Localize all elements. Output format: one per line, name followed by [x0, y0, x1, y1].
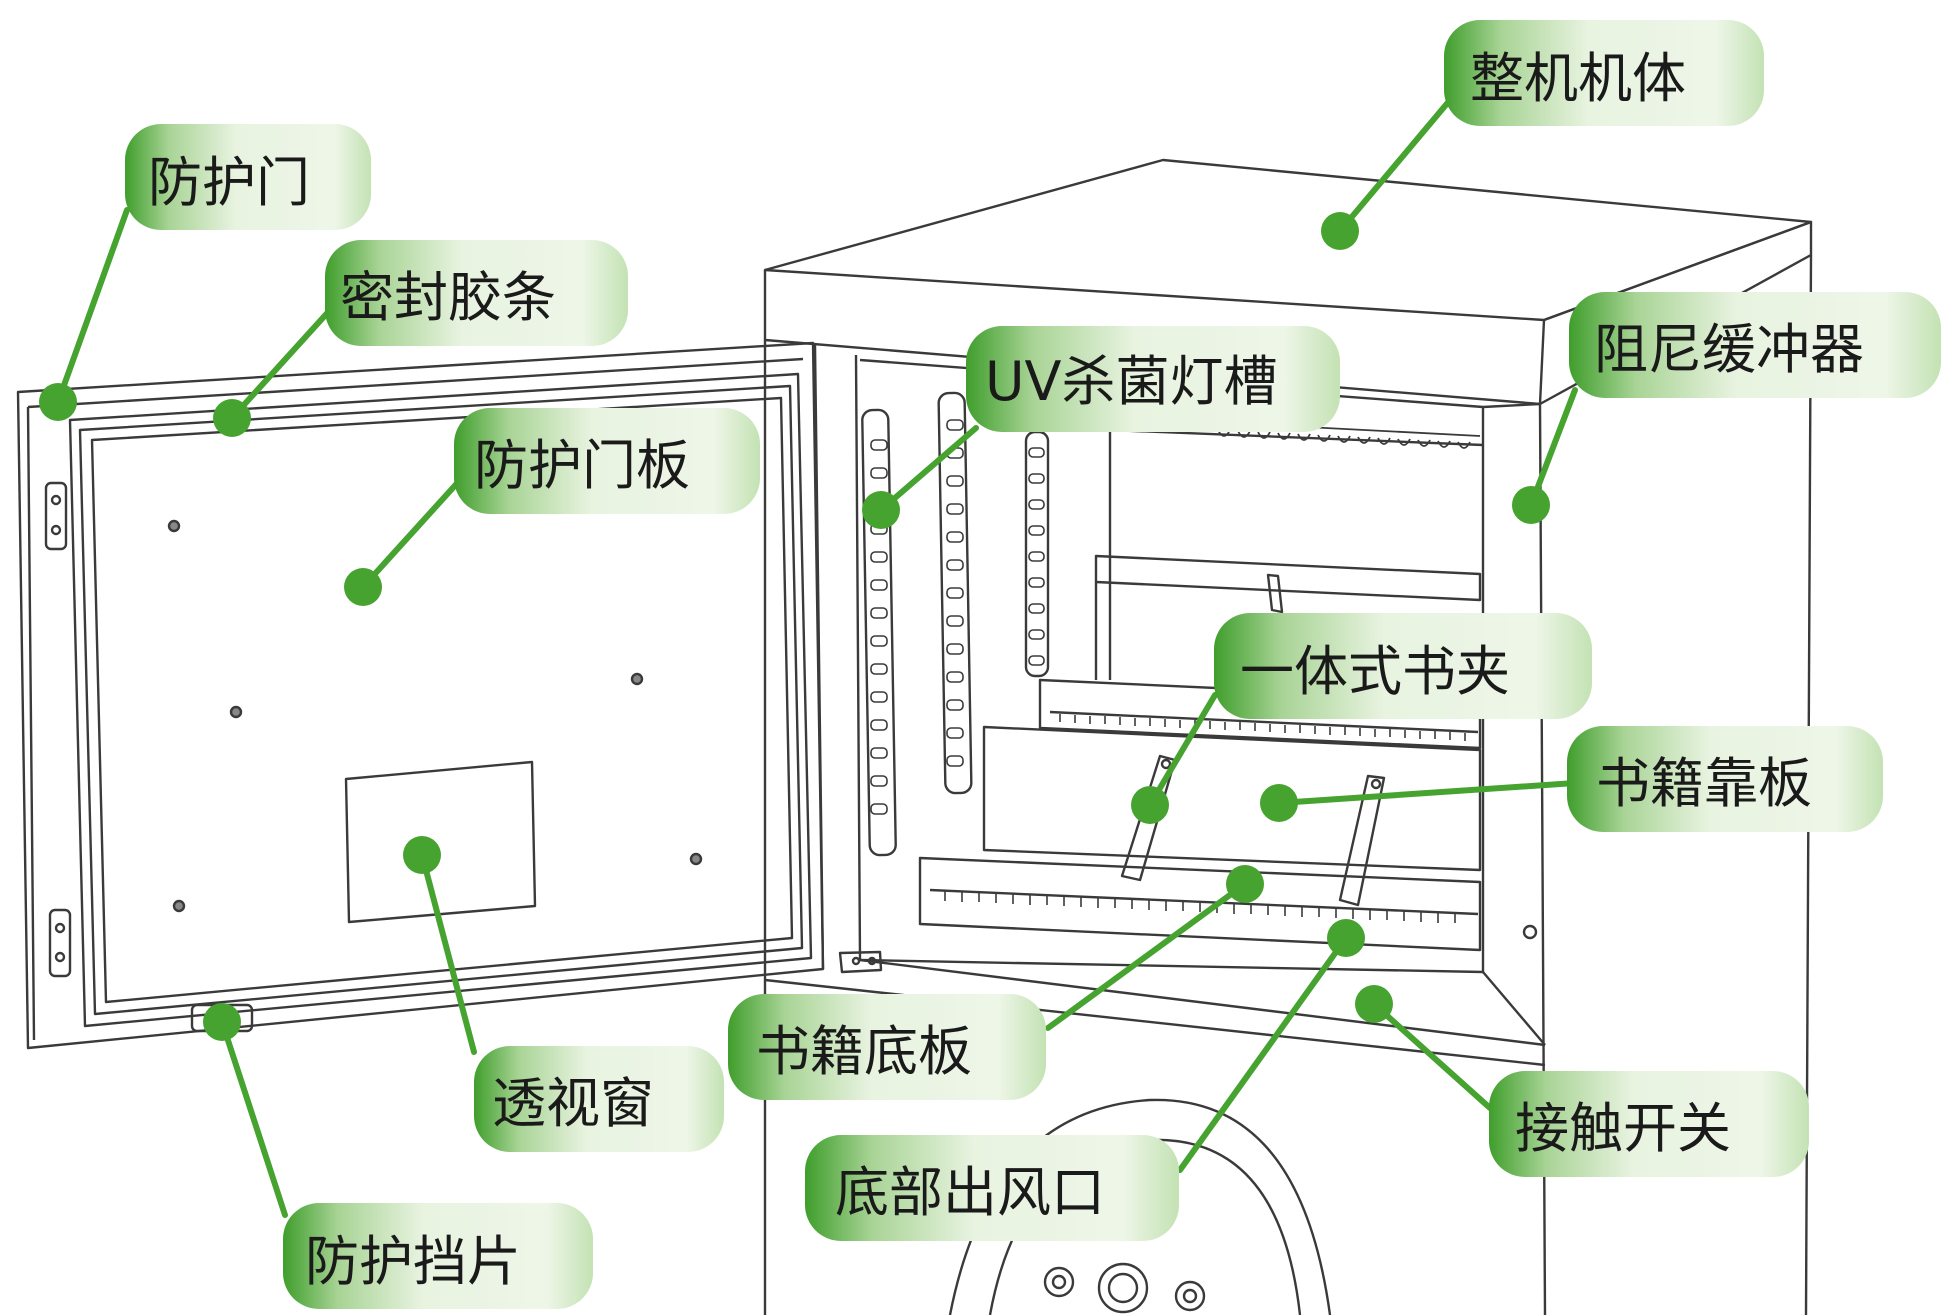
callout-door-panel: 防护门板: [454, 408, 760, 514]
callout-damper-buffer: 阻尼缓冲器: [1569, 292, 1941, 398]
label-book-baseplate: 书籍底板: [756, 1020, 972, 1083]
label-book-backboard: 书籍靠板: [1596, 752, 1812, 815]
cabinet-body-drawing: [763, 158, 1813, 1315]
label-viewing-window: 透视窗: [492, 1072, 654, 1135]
label-uv-lamp-slot: UV杀菌灯槽: [985, 350, 1277, 413]
protective-door-drawing: [16, 341, 883, 1050]
label-bottom-air-outlet: 底部出风口: [835, 1161, 1105, 1224]
label-damper-buffer: 阻尼缓冲器: [1594, 318, 1864, 381]
viewing-window-drawing: [344, 760, 537, 924]
label-protective-door: 防护门: [148, 151, 310, 214]
leader-dots: [39, 212, 1550, 1041]
label-whole-body: 整机机体: [1470, 47, 1686, 110]
label-contact-switch: 接触开关: [1515, 1097, 1731, 1160]
callout-uv-lamp-slot: UV杀菌灯槽: [966, 326, 1340, 432]
callout-whole-body: 整机机体: [1444, 20, 1764, 126]
callout-viewing-window: 透视窗: [474, 1046, 724, 1152]
uv-lamp-holes: [870, 419, 1045, 815]
callout-sealing-strip: 密封胶条: [325, 240, 628, 346]
callout-book-backboard: 书籍靠板: [1567, 726, 1883, 832]
callout-protective-door: 防护门: [125, 124, 371, 230]
callout-integrated-book-clip: 一体式书夹: [1214, 613, 1592, 719]
label-protective-baffle: 防护挡片: [305, 1230, 521, 1293]
label-door-panel: 防护门板: [474, 434, 690, 497]
callout-contact-switch: 接触开关: [1489, 1071, 1809, 1177]
cabinet-line-art: [16, 158, 1813, 1315]
leader-lines: [55, 97, 1578, 1218]
label-integrated-book-clip: 一体式书夹: [1240, 640, 1510, 703]
callout-book-baseplate: 书籍底板: [728, 994, 1046, 1100]
callout-bottom-air-outlet: 底部出风口: [805, 1135, 1179, 1241]
callout-protective-baffle: 防护挡片: [283, 1203, 593, 1309]
label-sealing-strip: 密封胶条: [340, 266, 556, 329]
